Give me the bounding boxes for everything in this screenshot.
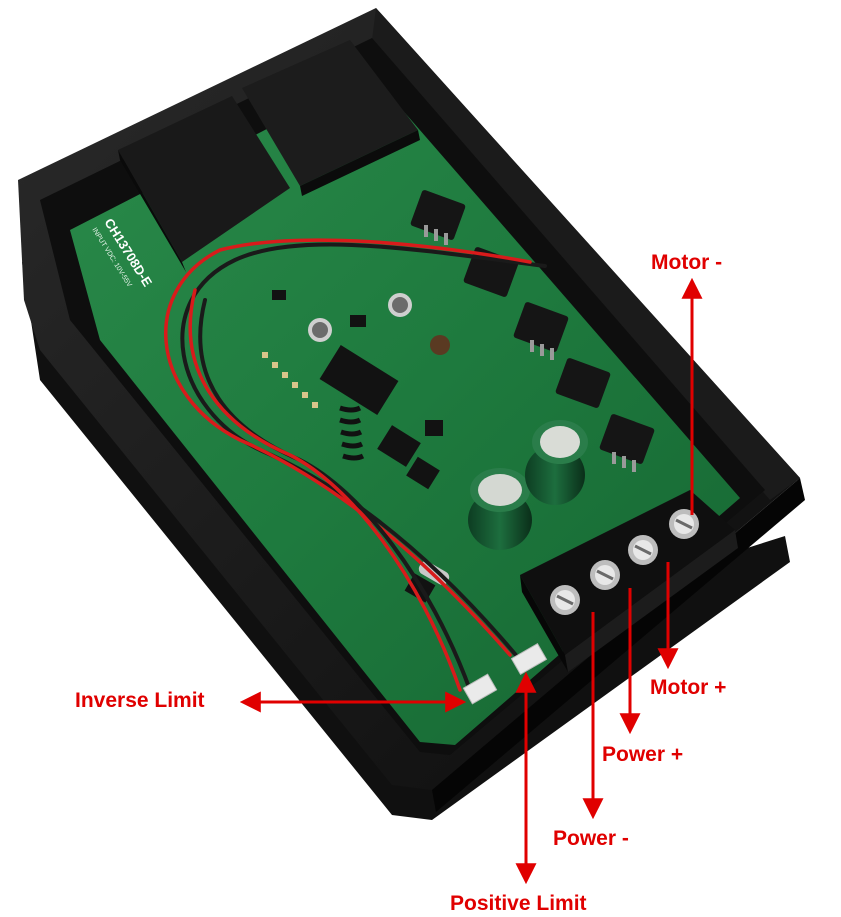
pin-header [262,352,318,408]
relay-blocks [118,40,420,272]
mosfet-tabs [424,225,636,472]
terminal-block [520,490,738,672]
terminal-screws [550,509,699,615]
integrated-circuits [272,290,443,603]
antenna-coil [339,405,365,461]
small-capacitors [308,293,450,355]
motor-plus-label: Motor + [650,676,727,699]
motor-minus-label: Motor - [651,251,723,274]
positive-limit-label: Positive Limit [450,892,587,915]
power-plus-label: Power + [602,743,684,766]
inverse-limit-label: Inverse Limit [75,689,205,712]
power-minus-label: Power - [553,827,629,850]
electrolytic-capacitors [468,420,588,550]
jst-connectors [462,643,548,705]
annotation-arrows [239,277,703,885]
wires [164,238,547,692]
